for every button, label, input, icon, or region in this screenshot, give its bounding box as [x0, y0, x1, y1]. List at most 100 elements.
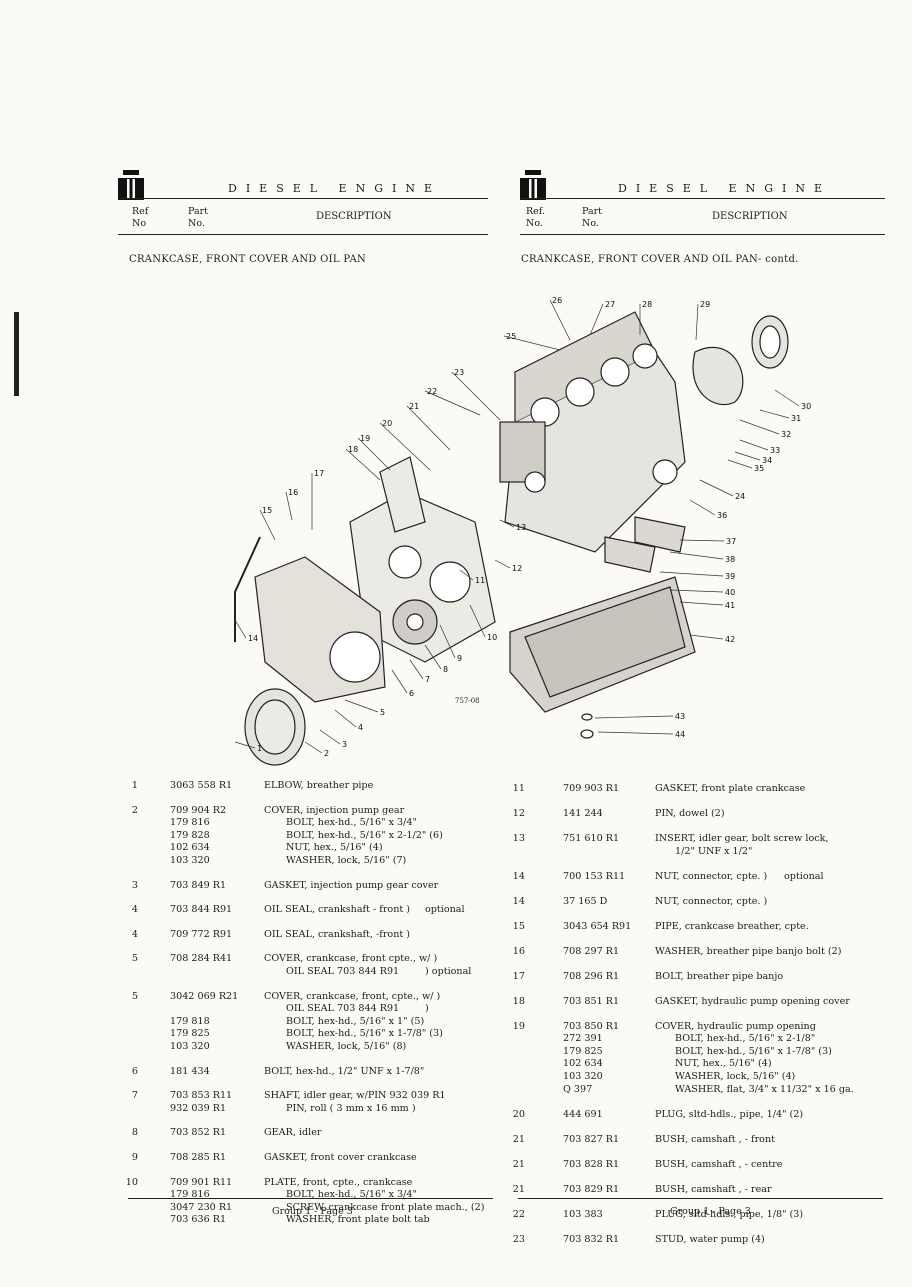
part-number: 103 383 [563, 1208, 603, 1220]
part-description: PIN, roll ( 3 mm x 16 mm ) [286, 1102, 416, 1114]
part-number: 179 818 [170, 1015, 210, 1027]
description-header: DESCRIPTION [316, 211, 392, 222]
part-note: ) [425, 1003, 429, 1015]
part-note: optional [425, 904, 465, 916]
part-number: 709 901 R11 [170, 1176, 233, 1188]
part-number: 102 634 [563, 1058, 603, 1070]
ref-number: 21 [512, 1183, 525, 1195]
part-description: BOLT, hex-hd., 5/16" x 1-7/8" (3) [675, 1045, 832, 1057]
part-note: optional [784, 870, 824, 882]
part-number: 932 039 R1 [170, 1102, 227, 1114]
part-description: BUSH, camshaft , - centre [655, 1158, 783, 1170]
ref-number: 12 [512, 808, 525, 819]
ref-number: 19 [512, 1020, 525, 1032]
ref-number: 4 [131, 928, 138, 940]
part-number: 708 285 R1 [170, 1152, 227, 1163]
ref-number: 7 [131, 1090, 138, 1102]
part-description: BOLT, hex-hd., 5/16" x 2-1/2" (6) [286, 829, 443, 841]
part-number: 444 691 [563, 1108, 603, 1120]
part-description: GEAR, idler [264, 1127, 322, 1139]
part-number: 703 849 R1 [170, 879, 227, 891]
part-number: 703 844 R91 [170, 904, 233, 916]
part-description: PLATE, front, cpte., crankcase [264, 1176, 413, 1188]
part-note: ) optional [425, 966, 472, 977]
part-description: WASHER, lock, 5/16" (7) [286, 855, 407, 866]
page-number: Group 1 - Page 3 [670, 1206, 751, 1217]
description-header: DESCRIPTION [712, 211, 788, 222]
ref-number: 15 [512, 920, 525, 932]
part-number: 141 244 [563, 808, 603, 819]
part-description: COVER, crankcase, front, cpte., w/ ) [264, 990, 441, 1002]
part-description: ELBOW, breather pipe [264, 780, 374, 791]
part-description: BOLT, hex-hd., 5/16" x 1-7/8" (3) [286, 1028, 443, 1040]
part-description: WASHER, flat, 3/4" x 11/32" x 16 ga. [675, 1083, 854, 1095]
ref-number: 5 [131, 953, 138, 965]
part-number: 3042 069 R21 [170, 990, 239, 1002]
part-number: 708 297 R1 [563, 945, 620, 957]
part-description: COVER, injection pump gear [264, 804, 405, 816]
ref-number: 5 [131, 990, 138, 1002]
part-description: BOLT, hex-hd., 1/2" UNF x 1-7/8" [264, 1065, 425, 1077]
part-number: 181 434 [170, 1065, 210, 1077]
part-description: OIL SEAL, crankshaft, -front ) [264, 928, 411, 940]
ref-number: 6 [131, 1065, 138, 1077]
header-rule-top [520, 198, 885, 199]
right-footer: Group 1 - Page 3 [518, 1198, 883, 1218]
ref-number: 17 [512, 970, 525, 982]
part-description: GASKET, hydraulic pump opening cover [655, 995, 850, 1007]
part-number: 703 853 R11 [170, 1090, 233, 1102]
ih-logo-icon [118, 170, 144, 200]
header-rule-top [118, 198, 488, 199]
ih-logo-icon [520, 170, 546, 200]
part-number: 709 772 R91 [170, 928, 233, 940]
part-description: NUT, connector, cpte. ) [655, 895, 768, 907]
part-description: SHAFT, idler gear, w/PIN 932 039 R1 [264, 1090, 446, 1102]
part-description: NUT, hex., 5/16" (4) [286, 842, 383, 854]
header-rule-bottom [520, 234, 885, 235]
part-description: BOLT, hex-hd., 5/16" x 3/4" [286, 817, 417, 829]
ref-number: 20 [512, 1108, 525, 1120]
ref-no-header: Ref.No. [526, 206, 545, 229]
part-number: 703 832 R1 [563, 1233, 620, 1245]
part-number: 703 828 R1 [563, 1158, 620, 1170]
left-footer: Group 1 - Page 3 [128, 1198, 493, 1218]
footer-rule [518, 1198, 883, 1199]
part-description: NUT, hex., 5/16" (4) [675, 1058, 772, 1070]
part-description: BUSH, camshaft , - rear [655, 1183, 772, 1195]
part-number: 3047 230 R1 [170, 1201, 233, 1213]
part-number: 179 825 [170, 1028, 210, 1040]
scan-margin-mark [14, 312, 19, 396]
part-number: 703 636 R1 [170, 1214, 227, 1226]
part-description: BOLT, breather pipe banjo [655, 970, 784, 982]
part-description: WASHER, breather pipe banjo bolt (2) [655, 945, 842, 957]
part-number: 179 816 [170, 817, 210, 829]
ref-number: 22 [512, 1208, 525, 1220]
part-number: 179 816 [170, 1189, 210, 1201]
part-number: 703 827 R1 [563, 1133, 620, 1145]
part-number: 3063 558 R1 [170, 780, 233, 791]
part-description: BOLT, hex-hd., 5/16" x 1" (5) [286, 1015, 425, 1027]
ref-number: 4 [131, 904, 138, 916]
part-description: GASKET, front cover crankcase [264, 1152, 417, 1163]
part-number: 179 828 [170, 829, 210, 841]
part-description: PLUG, sltd-hdls., pipe, 1/4" (2) [655, 1108, 804, 1120]
part-description: OIL SEAL 703 844 R91 [286, 1003, 400, 1015]
part-number: 751 610 R1 [563, 833, 620, 844]
part-description: BUSH, camshaft , - front [655, 1133, 775, 1145]
ref-number: 21 [512, 1133, 525, 1145]
part-number: Q 397 [563, 1083, 593, 1095]
part-number: 708 296 R1 [563, 970, 620, 982]
exploded-parts-diagram [215, 292, 815, 772]
part-description: BOLT, hex-hd., 5/16" x 3/4" [286, 1189, 417, 1201]
ref-number: 10 [125, 1176, 138, 1188]
part-description: OIL SEAL 703 844 R91 [286, 966, 400, 977]
ref-number: 1 [131, 780, 138, 791]
part-number: 703 852 R1 [170, 1127, 227, 1139]
part-number: 102 634 [170, 842, 210, 854]
part-description: COVER, hydraulic pump opening [655, 1020, 816, 1032]
